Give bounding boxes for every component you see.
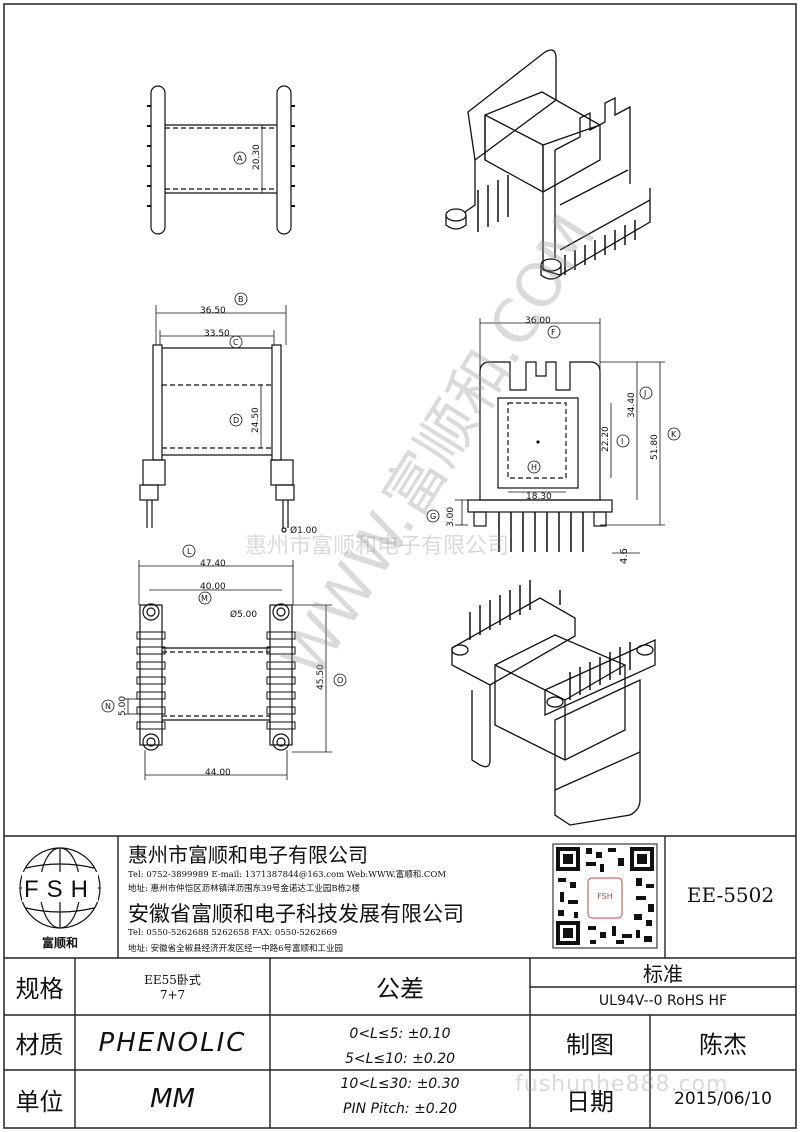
dim-24-50: 24.50: [251, 407, 261, 433]
spec-value-line2: 7+7: [159, 988, 186, 1002]
qr-code: [552, 843, 658, 949]
dim-dia-1-00: Ø1.00: [290, 525, 317, 536]
label-f: F: [551, 328, 556, 337]
dim-36-50: 36.50: [200, 306, 226, 316]
label-o: O: [337, 676, 343, 685]
view-top: [147, 85, 295, 235]
part-number: EE-5502: [686, 883, 775, 907]
tolerance-3: 10<L≤30: ±0.30: [340, 1075, 460, 1092]
dim-40-00: 40.00: [200, 582, 226, 592]
logo-text: FSH: [24, 876, 96, 903]
view-side: [426, 318, 681, 554]
label-b: B: [238, 295, 244, 304]
dim-47-40: 47.40: [200, 559, 226, 569]
dim-22-20: 22.20: [601, 426, 611, 452]
isometric-view-1: [445, 49, 651, 280]
label-l: L: [187, 547, 192, 556]
dim-45-50: 45.50: [316, 664, 326, 690]
label-g: G: [430, 512, 436, 521]
date-label: 日期: [566, 1087, 614, 1116]
drawn-value: 陈杰: [699, 1031, 747, 1059]
company-tel-2: Tel: 0550-5262688 5262658 FAX: 0550-5262…: [128, 928, 338, 938]
spec-label: 规格: [15, 975, 64, 1003]
drawn-label: 制图: [566, 1031, 614, 1059]
isometric-view-2: [451, 580, 656, 826]
dim-dia-5-00: Ø5.00: [230, 609, 257, 620]
standard-label: 标准: [643, 962, 683, 986]
qr-label: FSH: [597, 892, 613, 901]
label-m: M: [201, 594, 208, 603]
logo-caption: 富顺和: [42, 935, 78, 950]
company-name-1: 惠州市富顺和电子有限公司: [128, 843, 368, 867]
label-n: N: [105, 702, 111, 711]
standard-value: UL94V--0 RoHS HF: [598, 993, 728, 1009]
dim-20-30: 20.30: [252, 144, 262, 170]
tolerance-label: 公差: [376, 975, 424, 1003]
label-d: D: [233, 416, 239, 425]
company-address-2: 地址: 安徽省全椒县经济开发区经一中路6号富顺和工业园: [128, 944, 343, 954]
dim-3-00: 3.00: [446, 507, 456, 527]
company-tel-1: Tel: 0752-3899989 E-mail: 1371387844@163…: [128, 870, 447, 880]
label-j: J: [643, 389, 646, 398]
dim-34-40: 34.40: [627, 392, 637, 418]
material-label: 材质: [15, 1031, 64, 1059]
tolerance-4: PIN Pitch: ±0.20: [343, 1100, 457, 1117]
dim-33-50: 33.50: [204, 329, 230, 339]
title-block-grid: [4, 835, 796, 1128]
tolerance-1: 0<L≤5: ±0.10: [349, 1025, 451, 1042]
dim-5-00: 5.00: [118, 696, 128, 716]
label-k: K: [671, 430, 677, 439]
company-address-1: 地址: 惠州市仲恺区沥林镇洋沥围东39号金诺达工业园B栋2楼: [128, 884, 361, 894]
view-front: [139, 292, 295, 533]
label-c: C: [233, 338, 239, 347]
dim-4-6: 4.6: [619, 548, 630, 564]
label-i: I: [621, 437, 623, 446]
sheet-border: [3, 3, 797, 1129]
date-value: 2015/06/10: [674, 1089, 772, 1109]
dim-51-80: 51.80: [650, 434, 660, 460]
unit-value: MM: [150, 1084, 195, 1114]
unit-label: 单位: [15, 1087, 64, 1116]
tolerance-2: 5<L≤10: ±0.20: [344, 1050, 456, 1067]
tolerance-list: 0<L≤5: ±0.10 5<L≤10: ±0.20 10<L≤30: ±0.3…: [270, 1015, 530, 1128]
label-a: A: [237, 154, 243, 163]
dim-18-30: 18.30: [526, 492, 552, 502]
dim-44-00: 44.00: [205, 768, 231, 778]
dim-36-00: 36.00: [525, 316, 551, 326]
spec-value: EE55卧式 7+7: [75, 958, 270, 1015]
spec-value-line1: EE55卧式: [144, 973, 201, 987]
company-name-2: 安徽省富顺和电子科技发展有限公司: [128, 902, 464, 926]
view-bottom: [101, 544, 347, 780]
material-value: PHENOLIC: [98, 1027, 247, 1058]
label-h: H: [531, 463, 537, 472]
